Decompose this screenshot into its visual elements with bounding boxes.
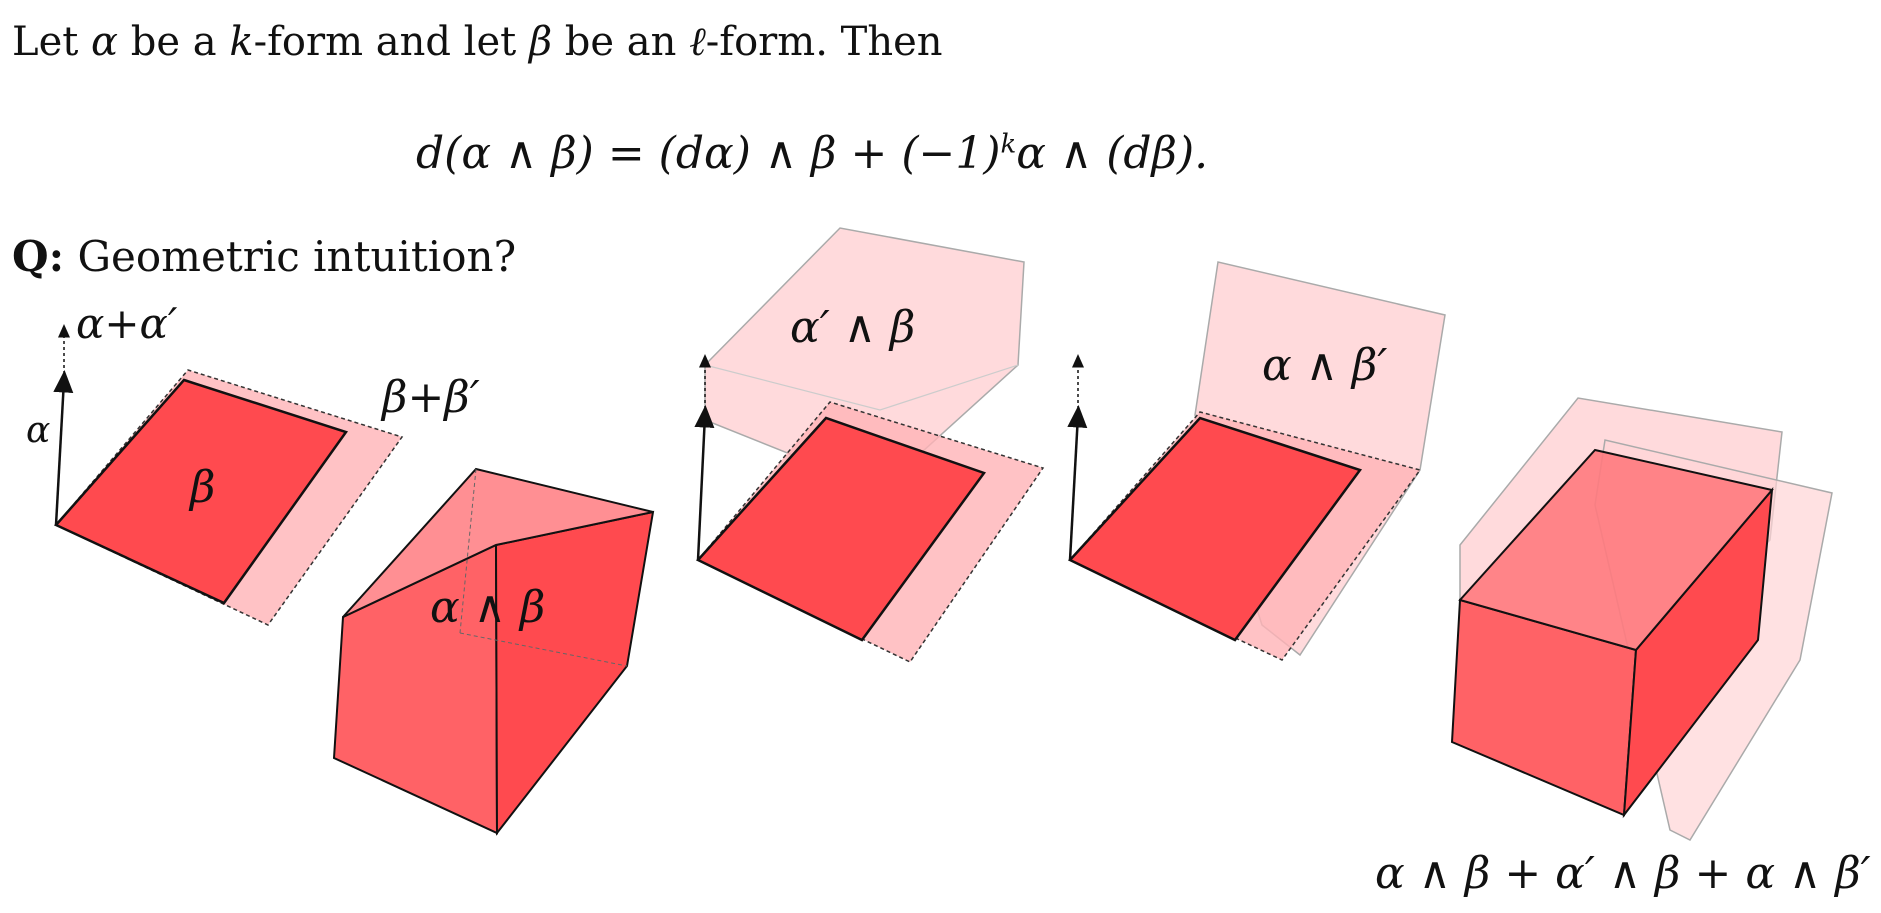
prism-top-face bbox=[342, 467, 654, 618]
parallelogram-beta bbox=[53, 378, 349, 605]
label-alpha-prime-wedge-beta: α′ ∧ β bbox=[790, 302, 915, 353]
word-be-a: be a bbox=[130, 19, 217, 65]
prism-hidden-edge-2 bbox=[459, 632, 628, 667]
sum-prism-top bbox=[1458, 448, 1774, 652]
parallelogram-beta-3 bbox=[1067, 416, 1363, 642]
word-form-then: -form. Then bbox=[705, 19, 943, 65]
formula-exponent: k bbox=[1000, 129, 1017, 160]
figure-alpha-beta-sum bbox=[53, 324, 404, 626]
symbol-k: k bbox=[229, 19, 254, 65]
label-alpha-plus-alpha-prime: α+α′ bbox=[76, 299, 178, 348]
figure-alpha-prime-wedge-beta bbox=[694, 227, 1045, 663]
label-beta-plus-beta-prime: β+β′ bbox=[380, 372, 480, 423]
faint-prism-edge bbox=[704, 364, 1019, 411]
figure-sum-prisms bbox=[1450, 397, 1833, 841]
label-alpha-wedge-beta-prime: α ∧ β′ bbox=[1262, 340, 1387, 391]
label-beta: β bbox=[188, 462, 215, 513]
formula-left: d(α ∧ β) = (dα) ∧ β + (−1) bbox=[416, 128, 1001, 179]
leibniz-formula: d(α ∧ β) = (dα) ∧ β + (−1)kα ∧ (dβ). bbox=[416, 128, 1208, 179]
prism-side-face bbox=[494, 510, 655, 836]
symbol-alpha: α bbox=[91, 19, 119, 65]
question-marker: Q: bbox=[12, 232, 65, 281]
word-form-and-let: -form and let bbox=[253, 19, 517, 65]
symbol-beta: β bbox=[528, 19, 553, 65]
word-let: Let bbox=[12, 19, 79, 65]
vector-alpha-3 bbox=[1067, 405, 1088, 561]
parallelogram-beta-2 bbox=[695, 416, 987, 642]
word-be-an: be an bbox=[564, 19, 677, 65]
prism-alpha-wedge-beta bbox=[332, 467, 655, 836]
question-text: Geometric intuition? bbox=[77, 232, 517, 281]
vector-alpha-2 bbox=[694, 405, 715, 561]
question-line: Q: Geometric intuition? bbox=[12, 232, 516, 281]
symbol-ell: ℓ bbox=[689, 19, 706, 65]
label-alpha: α bbox=[26, 410, 50, 451]
figure-alpha-wedge-beta-prime bbox=[1067, 261, 1446, 661]
label-alpha-wedge-beta: α ∧ β bbox=[430, 582, 545, 633]
formula-right: α ∧ (dβ). bbox=[1016, 128, 1209, 179]
label-sum: α ∧ β + α′ ∧ β + α ∧ β′ bbox=[1375, 848, 1871, 899]
statement-line: Let α be a k-form and let β be an ℓ-form… bbox=[12, 18, 943, 65]
vector-alpha bbox=[53, 370, 74, 526]
